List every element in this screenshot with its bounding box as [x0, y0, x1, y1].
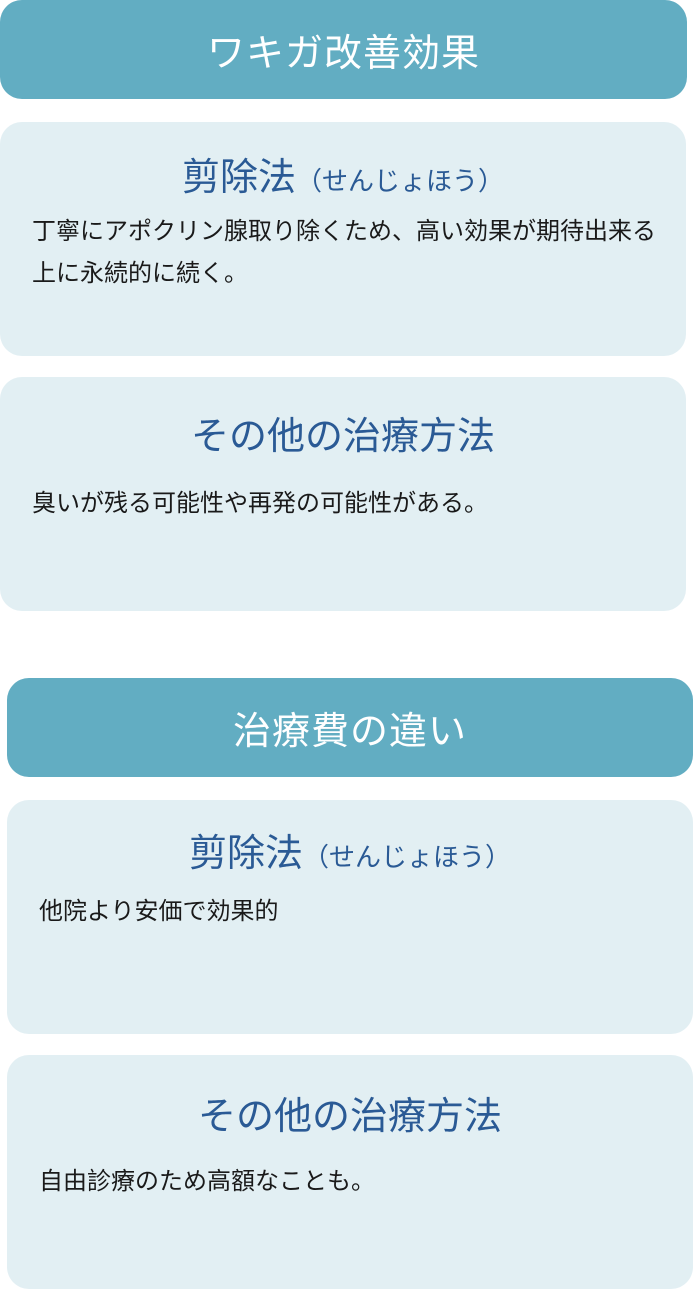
card-title: 剪除法（せんじょほう） [0, 146, 686, 201]
card-excision-effect: 剪除法（せんじょほう） 丁寧にアポクリン腺取り除くため、高い効果が期待出来る上に… [0, 122, 686, 356]
card-excision-cost: 剪除法（せんじょほう） 他院より安価で効果的 [7, 800, 693, 1034]
card-title-main: 剪除法 [181, 155, 296, 199]
card-body: 臭いが残る可能性や再発の可能性がある。 [32, 489, 488, 517]
card-title-main: その他の治療方法 [197, 1094, 502, 1138]
card-title-main: 剪除法 [188, 831, 303, 875]
card-body: 丁寧にアポクリン腺取り除くため、高い効果が期待出来る上に永続的に続く。 [32, 217, 656, 287]
section-header-text: 治療費の違い [232, 709, 467, 753]
card-title-reading: （せんじょほう） [296, 167, 505, 197]
card-title-reading: （せんじょほう） [303, 843, 512, 873]
card-other-cost: その他の治療方法 自由診療のため高額なことも。 [7, 1055, 693, 1289]
card-title: 剪除法（せんじょほう） [7, 822, 693, 877]
card-title: その他の治療方法 [0, 405, 686, 460]
section-header-text: ワキガ改善効果 [206, 31, 480, 75]
card-title-main: その他の治療方法 [190, 414, 495, 458]
card-title: その他の治療方法 [7, 1085, 693, 1140]
card-body: 自由診療のため高額なことも。 [39, 1167, 375, 1195]
section-header-effect: ワキガ改善効果 [0, 0, 687, 99]
card-body: 他院より安価で効果的 [39, 897, 279, 925]
card-other-effect: その他の治療方法 臭いが残る可能性や再発の可能性がある。 [0, 377, 686, 611]
section-header-cost: 治療費の違い [7, 678, 693, 777]
